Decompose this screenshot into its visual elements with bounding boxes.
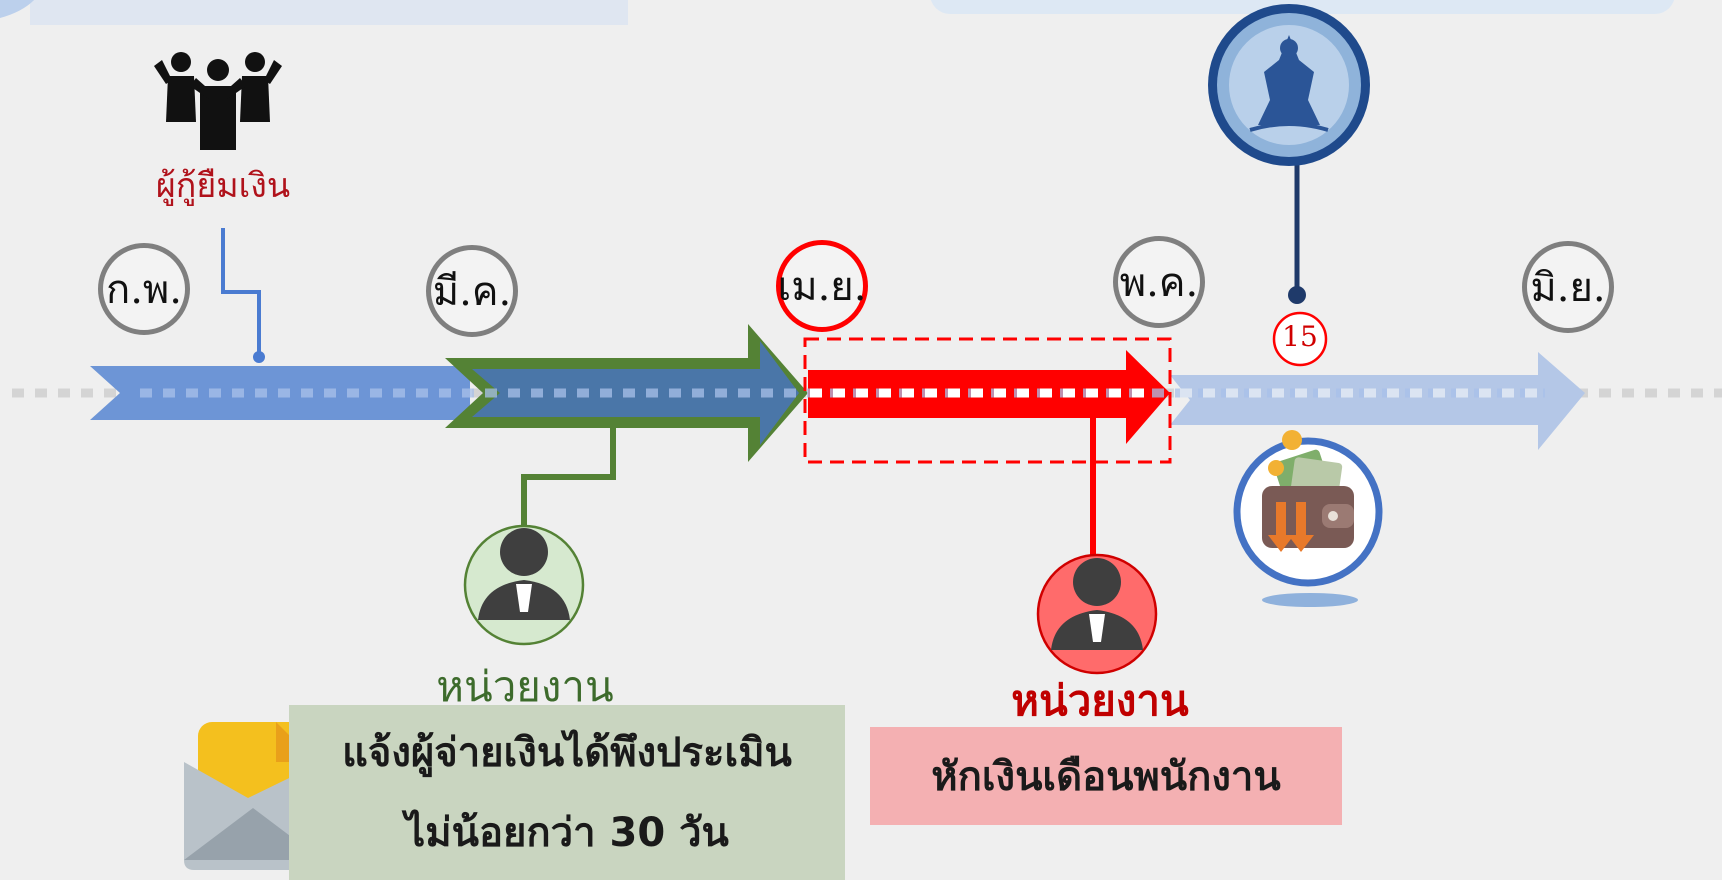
month-mar: มี.ค. — [426, 245, 518, 337]
revenue-department-seal-icon — [1208, 4, 1370, 166]
green-connector — [521, 428, 616, 528]
month-apr: เม.ย. — [776, 240, 868, 332]
deadline-day-circle — [1272, 311, 1328, 367]
top-left-corner-shape — [0, 0, 35, 18]
borrower-label: ผู้กู้ยืมเงิน — [155, 166, 291, 206]
month-feb: ก.พ. — [98, 243, 190, 335]
green-arrow-inner — [472, 341, 799, 445]
wallet-icon — [1233, 430, 1383, 607]
top-left-panel — [30, 0, 628, 25]
notify-line-2: ไม่น้อยกว่า 30 วัน — [405, 809, 729, 856]
borrower-connector-dot — [253, 351, 265, 363]
deduction-period-box — [803, 337, 1172, 464]
group-people-icon — [154, 52, 282, 150]
agency-deduct-person-icon — [1036, 553, 1158, 675]
agency-notify-label: หน่วยงาน — [436, 662, 614, 711]
agency-deduct-label: หน่วยงาน — [1011, 676, 1189, 725]
deduct-text: หักเงินเดือนพนักงาน — [931, 754, 1281, 800]
notify-line-1: แจ้งผู้จ่ายเงินได้พึงประเมิน — [342, 729, 792, 776]
seal-connector-dot — [1288, 286, 1306, 304]
red-arrow — [808, 350, 1170, 444]
month-may: พ.ค. — [1113, 236, 1205, 328]
notify-box: แจ้งผู้จ่ายเงินได้พึงประเมิน ไม่น้อยกว่า… — [289, 705, 845, 880]
deadline-day-label: 15 — [1282, 320, 1318, 353]
light-blue-arrow — [1170, 352, 1585, 450]
deduct-box: หักเงินเดือนพนักงาน — [870, 727, 1342, 825]
borrower-connector — [221, 228, 261, 357]
agency-notify-person-icon — [463, 524, 585, 646]
month-jun: มิ.ย. — [1522, 241, 1614, 333]
